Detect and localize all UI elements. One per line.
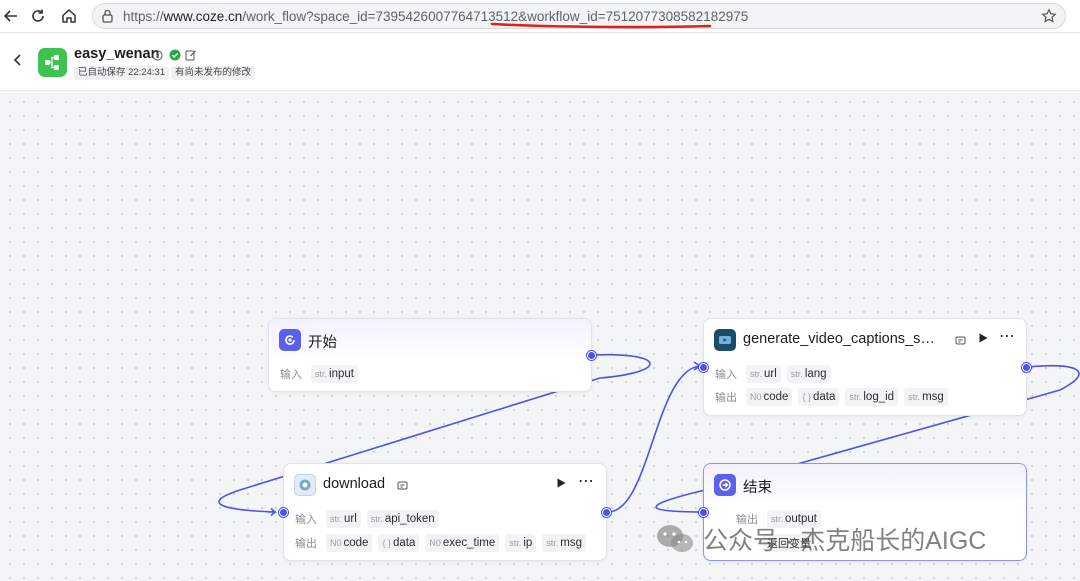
output-port[interactable] bbox=[587, 351, 596, 360]
param-chip: str.url bbox=[326, 510, 361, 528]
plugin-badge-icon bbox=[955, 333, 966, 351]
run-play-icon[interactable] bbox=[977, 331, 989, 347]
return-row: 返回变量 bbox=[763, 534, 821, 552]
red-annotation-underline bbox=[490, 22, 712, 29]
address-bar[interactable]: https://www.coze.cn/work_flow?space_id=7… bbox=[92, 3, 1066, 29]
edit-icon[interactable] bbox=[185, 48, 197, 66]
param-chip: str.lang bbox=[786, 365, 831, 383]
param-chip: str.log_id bbox=[845, 388, 899, 406]
input-port[interactable] bbox=[699, 508, 708, 517]
output-row: 输出 str.output bbox=[715, 510, 827, 528]
url-highlight: &workflow_id=7512077308582182975 bbox=[518, 9, 749, 24]
start-node[interactable]: 开始 输入 str.input bbox=[268, 318, 596, 392]
end-icon bbox=[714, 474, 736, 496]
check-circle-icon bbox=[169, 48, 181, 66]
return-variable-label: 返回变量 bbox=[763, 534, 815, 552]
run-play-icon[interactable] bbox=[555, 476, 567, 492]
lock-icon bbox=[101, 9, 114, 28]
node-header: generate_video_captions_s… ⋯ bbox=[704, 319, 1026, 363]
more-menu-icon[interactable]: ⋯ bbox=[999, 328, 1016, 345]
param-chip: str.input bbox=[311, 365, 358, 383]
input-row: 输入 str.input bbox=[280, 365, 364, 383]
output-port[interactable] bbox=[1022, 363, 1031, 372]
input-row: 输入 str.url str.lang bbox=[715, 365, 837, 383]
back-arrow-icon[interactable] bbox=[0, 5, 22, 27]
param-chip: str.api_token bbox=[366, 510, 439, 528]
info-icon[interactable] bbox=[152, 48, 163, 66]
bookmark-star-icon[interactable] bbox=[1041, 8, 1057, 29]
autosave-badge: 已自动保存 22:24:31 bbox=[74, 66, 170, 80]
node-header: download ⋯ bbox=[284, 464, 606, 508]
input-port[interactable] bbox=[279, 508, 288, 517]
param-chip: str.msg bbox=[542, 534, 587, 552]
generate-captions-node[interactable]: generate_video_captions_s… ⋯ 输入 str.url … bbox=[699, 318, 1031, 416]
param-chip: str.output bbox=[767, 510, 821, 528]
node-title: download bbox=[323, 476, 386, 492]
back-chevron-icon[interactable] bbox=[12, 53, 24, 72]
download-node[interactable]: download ⋯ 输入 str.url str.api_token 输出 N… bbox=[279, 463, 611, 561]
workflow-logo-icon bbox=[38, 48, 67, 77]
video-plugin-icon bbox=[714, 329, 736, 351]
param-chip: str.msg bbox=[904, 388, 948, 406]
start-icon bbox=[279, 329, 301, 351]
unpublished-badge: 有尚未发布的修改 bbox=[171, 66, 256, 80]
end-node[interactable]: 结束 输出 str.output 返回变量 bbox=[699, 463, 1027, 561]
more-menu-icon[interactable]: ⋯ bbox=[578, 473, 595, 490]
param-chip: { }data bbox=[798, 388, 840, 406]
node-title: 开始 bbox=[308, 335, 337, 351]
node-header: 开始 bbox=[269, 319, 591, 363]
param-chip: str.ip bbox=[505, 534, 537, 552]
watermark-text: 公众号 · 杰克船长的AIGC bbox=[703, 527, 987, 555]
input-port[interactable] bbox=[699, 363, 708, 372]
node-title: generate_video_captions_s… bbox=[743, 331, 935, 347]
input-row: 输入 str.url str.api_token bbox=[295, 510, 445, 528]
workflow-title: easy_wenan bbox=[74, 46, 160, 62]
param-chip: str.url bbox=[746, 365, 781, 383]
browser-toolbar: https://www.coze.cn/work_flow?space_id=7… bbox=[0, 0, 1080, 33]
output-port[interactable] bbox=[602, 508, 611, 517]
watermark: 公众号 · 杰克船长的AIGC bbox=[655, 521, 986, 557]
plugin-icon bbox=[294, 474, 316, 496]
reload-icon[interactable] bbox=[27, 5, 49, 27]
home-icon[interactable] bbox=[58, 5, 80, 27]
plugin-badge-icon bbox=[397, 478, 408, 496]
node-title: 结束 bbox=[743, 480, 772, 496]
url-text: https://www.coze.cn/work_flow?space_id=7… bbox=[123, 9, 749, 24]
workflow-header: easy_wenan 已自动保存 22:24:31 有尚未发布的修改 bbox=[0, 33, 1080, 91]
param-chip: { }data bbox=[378, 534, 420, 552]
node-header: 结束 bbox=[704, 464, 1026, 508]
wechat-logo-icon bbox=[657, 525, 693, 552]
